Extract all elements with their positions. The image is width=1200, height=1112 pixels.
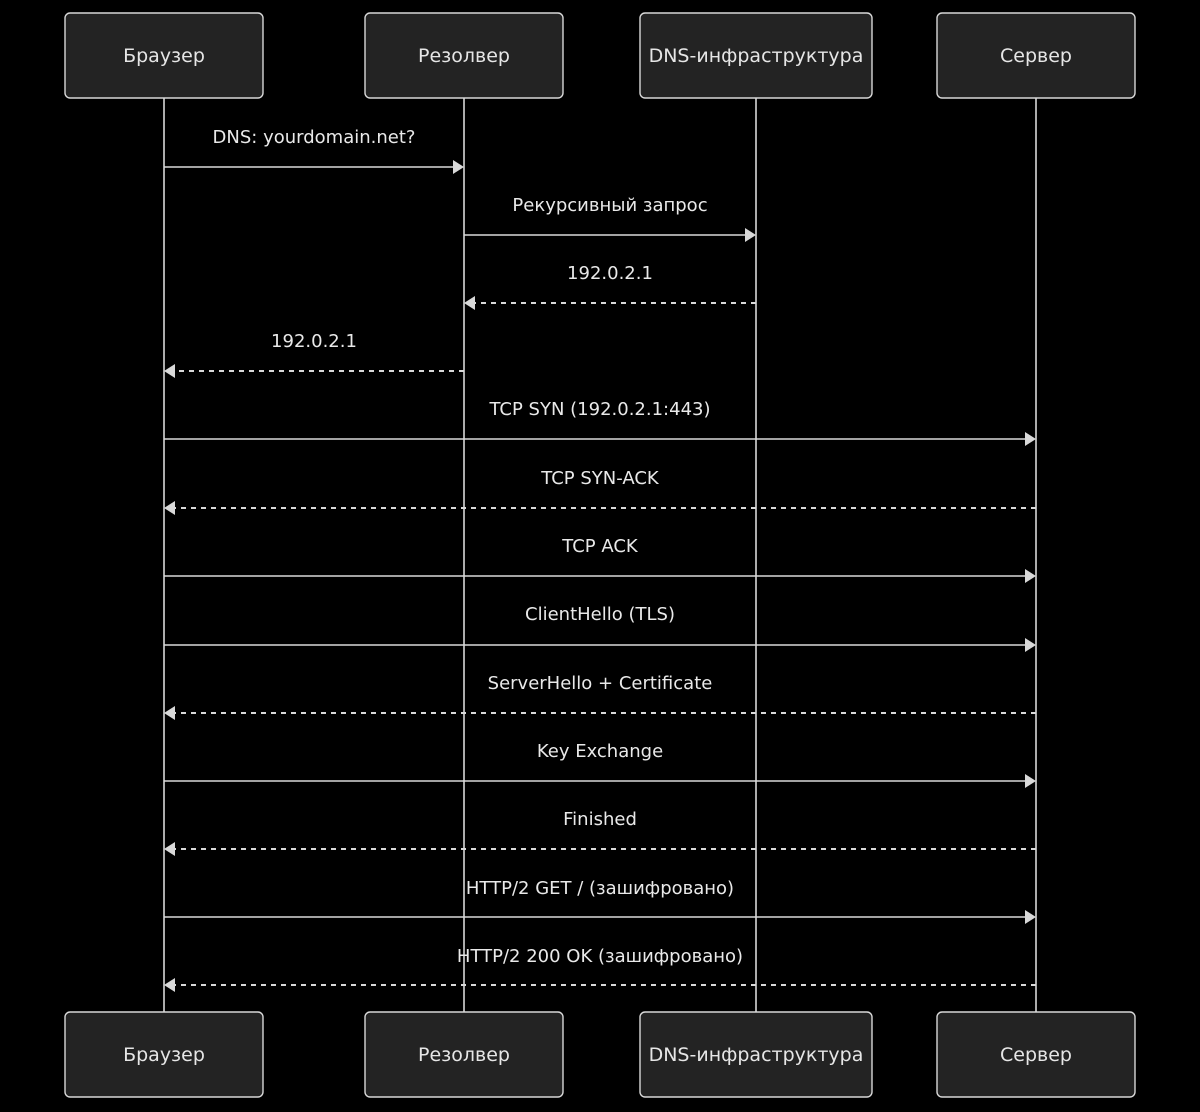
message-label-10: Finished [563, 809, 637, 830]
message-label-0: DNS: yourdomain.net? [213, 127, 416, 148]
actor-label-dns: DNS-инфраструктура [649, 45, 864, 67]
arrowhead-icon [164, 364, 175, 378]
actor-label-browser: Браузер [123, 1044, 205, 1066]
arrowhead-icon [1025, 638, 1036, 652]
message-3-resolver-to-browser: 192.0.2.1 [164, 331, 464, 378]
actor-box-shape [936, 12, 1136, 99]
actor-box-shape [364, 1011, 564, 1098]
arrowhead-icon [1025, 910, 1036, 924]
actor-box-server-top[interactable]: Сервер [936, 12, 1136, 99]
actor-box-server-bottom[interactable]: Сервер [936, 1011, 1136, 1098]
actor-label-server: Сервер [1000, 1044, 1072, 1066]
actor-label-resolver: Резолвер [418, 45, 510, 67]
message-6-browser-to-server: TCP ACK [164, 536, 1036, 583]
arrowhead-icon [745, 228, 756, 242]
arrowhead-icon [453, 160, 464, 174]
lifelines-layer [163, 98, 1037, 1012]
message-label-12: HTTP/2 200 OK (зашифровано) [457, 946, 743, 967]
message-label-4: TCP SYN (192.0.2.1:443) [488, 399, 710, 420]
message-9-browser-to-server: Key Exchange [164, 741, 1036, 788]
actor-boxes-top: Браузер Резолвер DNS-инфраструктура Сервер [64, 12, 1136, 99]
message-label-8: ServerHello + Certificate [488, 673, 713, 694]
actor-box-resolver-top[interactable]: Резолвер [364, 12, 564, 99]
message-1-resolver-to-dns: Рекурсивный запрос [464, 195, 756, 242]
message-label-6: TCP ACK [561, 536, 639, 557]
actor-label-browser: Браузер [123, 45, 205, 67]
actor-label-dns: DNS-инфраструктура [649, 1044, 864, 1066]
message-5-server-to-browser: TCP SYN-ACK [164, 468, 1036, 515]
arrowhead-icon [1025, 432, 1036, 446]
message-12-server-to-browser: HTTP/2 200 OK (зашифровано) [164, 946, 1036, 992]
actor-box-shape [64, 1011, 264, 1098]
message-0-browser-to-resolver: DNS: yourdomain.net? [164, 127, 464, 174]
actor-box-resolver-bottom[interactable]: Резолвер [364, 1011, 564, 1098]
message-11-browser-to-server: HTTP/2 GET / (зашифровано) [164, 878, 1036, 924]
actor-boxes-bottom: Браузер Резолвер DNS-инфраструктура Сервер [64, 1011, 1136, 1098]
actor-box-browser-top[interactable]: Браузер [64, 12, 264, 99]
message-label-7: ClientHello (TLS) [525, 604, 675, 625]
arrowhead-icon [1025, 774, 1036, 788]
message-4-browser-to-server: TCP SYN (192.0.2.1:443) [164, 399, 1036, 446]
actor-box-shape [639, 1011, 873, 1098]
actor-label-resolver: Резолвер [418, 1044, 510, 1066]
message-label-3: 192.0.2.1 [271, 331, 357, 352]
arrowhead-icon [1025, 569, 1036, 583]
arrowhead-icon [164, 842, 175, 856]
arrowhead-icon [164, 501, 175, 515]
actor-box-shape [936, 1011, 1136, 1098]
actor-box-shape [64, 12, 264, 99]
message-label-5: TCP SYN-ACK [540, 468, 660, 489]
arrowhead-icon [464, 296, 475, 310]
message-label-2: 192.0.2.1 [567, 263, 653, 284]
arrowhead-icon [164, 706, 175, 720]
message-label-1: Рекурсивный запрос [512, 195, 707, 216]
actor-box-browser-bottom[interactable]: Браузер [64, 1011, 264, 1098]
actor-label-server: Сервер [1000, 45, 1072, 67]
message-label-11: HTTP/2 GET / (зашифровано) [466, 878, 734, 899]
message-10-server-to-browser: Finished [164, 809, 1036, 856]
message-8-server-to-browser: ServerHello + Certificate [164, 673, 1036, 720]
actor-box-shape [364, 12, 564, 99]
message-2-dns-to-resolver: 192.0.2.1 [464, 263, 756, 310]
message-label-9: Key Exchange [537, 741, 663, 762]
messages-layer: DNS: yourdomain.net? Рекурсивный запрос 19… [164, 127, 1036, 992]
actor-box-dns-top[interactable]: DNS-инфраструктура [639, 12, 873, 99]
actor-box-shape [639, 12, 873, 99]
arrowhead-icon [164, 978, 175, 992]
actor-box-dns-bottom[interactable]: DNS-инфраструктура [639, 1011, 873, 1098]
message-7-browser-to-server: ClientHello (TLS) [164, 604, 1036, 652]
